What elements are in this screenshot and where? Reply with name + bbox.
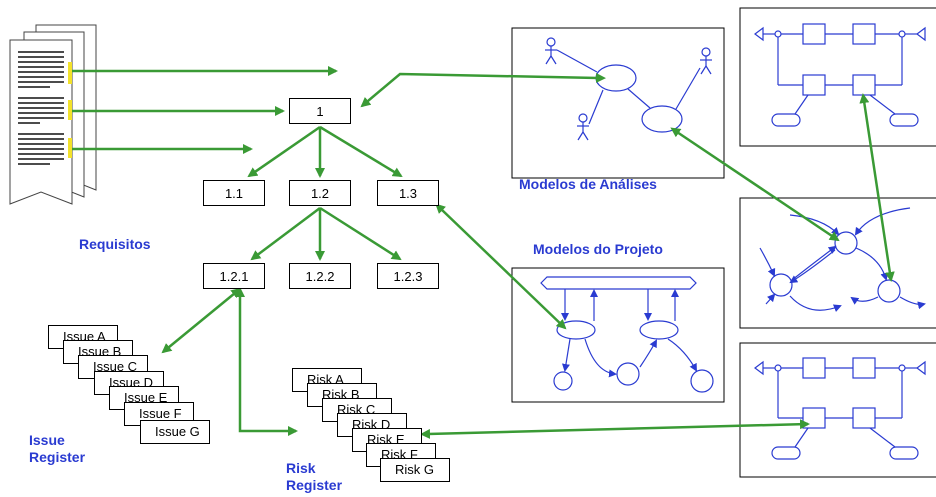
wbs-node-1: 1 bbox=[289, 98, 351, 124]
requirements-label: Requisitos bbox=[79, 236, 151, 252]
traceability-arrows bbox=[72, 66, 895, 439]
right-model-frame-middle bbox=[739, 197, 936, 329]
wbs-node-1-2-2: 1.2.2 bbox=[289, 263, 351, 289]
wbs-node-1-1: 1.1 bbox=[203, 180, 265, 206]
requirements-documents-icon bbox=[9, 24, 97, 205]
issue-register-label: Issue Register bbox=[29, 432, 85, 466]
right-model-frame-top bbox=[739, 7, 936, 147]
risk-register-label-line2: Register bbox=[286, 477, 343, 493]
analysis-model-frame bbox=[511, 27, 725, 179]
risk-register-label: Risk Register bbox=[286, 460, 342, 494]
wbs-node-1-2-3: 1.2.3 bbox=[377, 263, 439, 289]
analysis-models-label: Modelos de Análises bbox=[519, 176, 657, 192]
risk-register-label-line1: Risk bbox=[286, 460, 316, 476]
wbs-node-1-2: 1.2 bbox=[289, 180, 351, 206]
issue-card: Issue G bbox=[140, 420, 210, 444]
wbs-node-1-2-1: 1.2.1 bbox=[203, 263, 265, 289]
issue-register-label-line2: Register bbox=[29, 449, 86, 465]
design-models-label: Modelos do Projeto bbox=[533, 241, 663, 257]
design-model-frame bbox=[511, 267, 725, 403]
issue-register-label-line1: Issue bbox=[29, 432, 65, 448]
wbs-node-1-3: 1.3 bbox=[377, 180, 439, 206]
risk-card: Risk G bbox=[380, 458, 450, 482]
right-model-frame-bottom bbox=[739, 342, 936, 478]
